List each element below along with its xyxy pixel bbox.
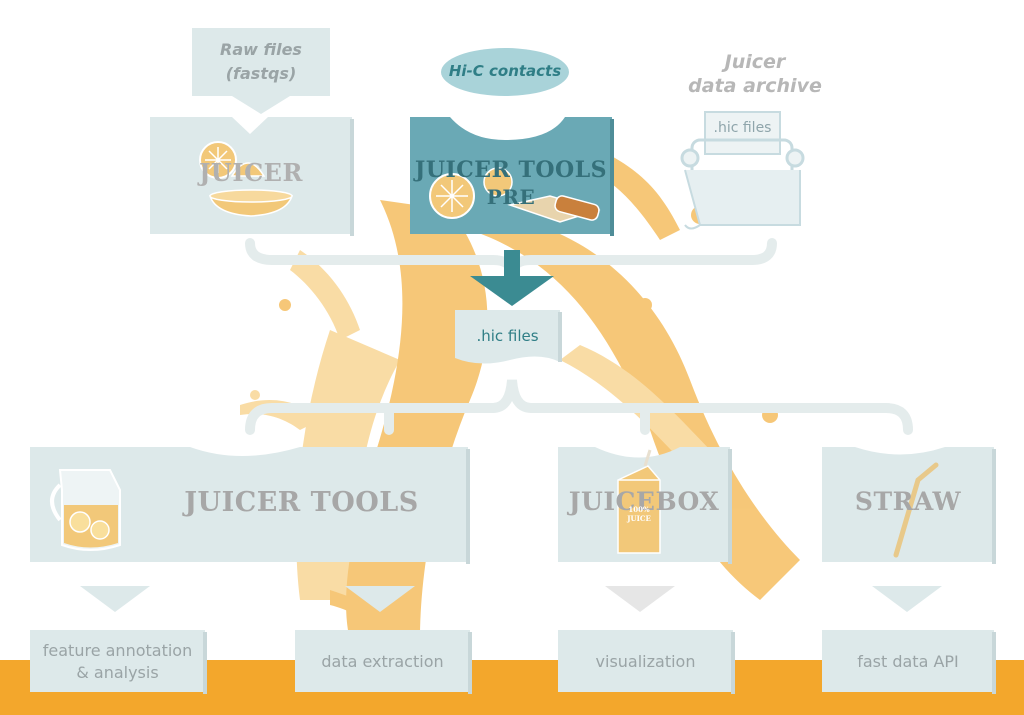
archive-line2: data archive [688, 75, 822, 97]
raw-files-line2: (fastqs) [225, 64, 297, 83]
juice-carton-icon [617, 449, 661, 554]
output-feature-label: feature annotation & analysis [30, 640, 205, 684]
lemon-squeezer-icon [199, 141, 294, 217]
raw-files-line1: Raw files [220, 40, 302, 59]
feature-line2: & analysis [76, 663, 159, 682]
arrow-feature [80, 586, 150, 612]
carton-text-1: 100% [628, 505, 650, 514]
lemonade-pitcher-icon [50, 469, 121, 551]
output-api-label: fast data API [857, 652, 959, 671]
output-feature-box [30, 630, 205, 692]
arrow-visualization [605, 586, 675, 612]
hic-contacts-label: Hi-C contacts [448, 62, 562, 80]
arrow-api [872, 586, 942, 612]
output-visualization-label: visualization [595, 652, 696, 671]
archive-card-label: .hic files [713, 120, 772, 136]
flow-arrow-stem [504, 250, 520, 276]
juicer-tools-pre-label-2: PRE [486, 185, 536, 209]
archive-label: Juicer data archive [675, 50, 835, 98]
output-visualization-box [558, 630, 733, 692]
juicebox-label: JUICEBOX [568, 487, 720, 516]
juicer-tools-box [30, 447, 468, 562]
rolodex-icon [680, 111, 805, 230]
juicer-tools-pre-label-1: JUICER TOOLS [414, 157, 608, 183]
juicer-tools-label: JUICER TOOLS [184, 487, 419, 518]
raw-files-label: Raw files (fastqs) [192, 38, 330, 86]
lemon-knife-icon [429, 167, 601, 223]
bottom-bracket [245, 379, 913, 435]
hic-files-label: .hic files [476, 327, 539, 345]
carton-text-2: JUICE [627, 514, 651, 523]
straw-icon [893, 462, 939, 558]
straw-label: STRAW [854, 487, 962, 516]
carton-text: 100% JUICE [618, 505, 660, 523]
straw-box [822, 447, 994, 562]
output-api-box [822, 630, 994, 692]
archive-line1: Juicer [724, 51, 786, 73]
arrow-extraction [345, 586, 415, 612]
hic-contacts-pill [441, 48, 569, 96]
output-extraction-box [295, 630, 470, 692]
flow-arrow-head [470, 276, 554, 306]
output-extraction-label: data extraction [321, 652, 444, 671]
juicer-label: JUICER [199, 158, 303, 187]
feature-line1: feature annotation [42, 641, 193, 660]
raw-files-callout [192, 28, 330, 114]
hic-files-box [455, 310, 560, 364]
